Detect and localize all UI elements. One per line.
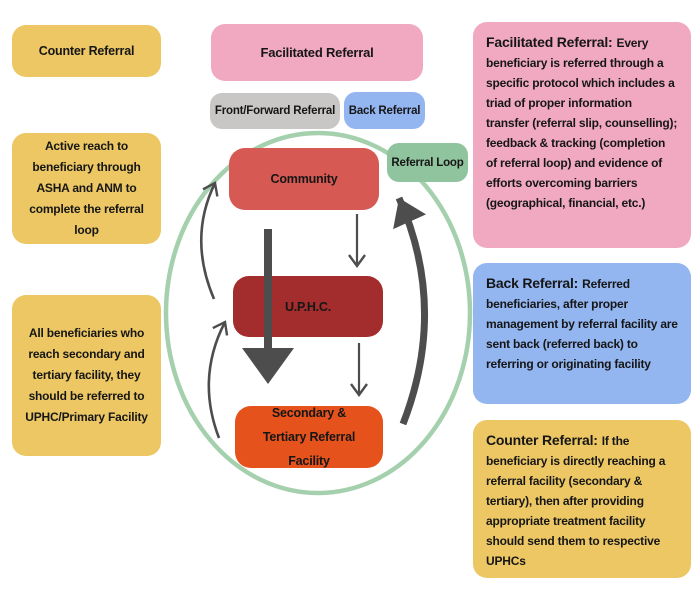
label-front-forward-referral: Front/Forward Referral [210,93,340,129]
note-body: Every beneficiary is referred through a … [486,36,678,210]
label-text: Back Referral [348,104,421,117]
info-box-active-reach: Active reach to beneficiary through ASHA… [12,133,161,244]
info-box-text: All beneficiaries who reach secondary an… [25,326,148,424]
thick-arrow-community-to-secondary-head [242,348,294,384]
curved-arrow-secondary-to-uphc [207,320,229,439]
curved-arrow-uphc-to-community [199,181,219,300]
note-body: Referred beneficiaries, after proper man… [486,277,678,371]
node-label: Community [270,172,338,186]
node-label: Secondary & Tertiary Referral Facility [262,406,356,468]
label-back-referral: Back Referral [344,92,425,129]
label-text: Front/Forward Referral [214,105,336,117]
node-uphc: U.P.H.C. [233,276,383,337]
note-heading: Back Referral: [486,275,579,291]
node-community: Community [229,148,379,210]
curved-arrow-secondary-to-referral-loop [393,196,428,426]
note-back-referral: Back Referral:Referred beneficiaries, af… [473,263,691,404]
note-facilitated-referral: Facilitated Referral:Every beneficiary i… [473,22,691,248]
info-box-all-beneficiaries: All beneficiaries who reach secondary an… [12,295,161,456]
node-label: U.P.H.C. [284,299,332,314]
info-box-text: Counter Referral [38,43,135,58]
label-referral-loop: Referral Loop [387,143,468,182]
note-heading: Facilitated Referral: [486,34,613,50]
label-text: Referral Loop [391,156,464,169]
note-body: If the beneficiary is directly reaching … [486,434,666,568]
info-box-counter-referral: Counter Referral [12,25,161,77]
node-secondary-tertiary: Secondary & Tertiary Referral Facility [235,406,383,468]
info-box-text: Active reach to beneficiary through ASHA… [29,139,144,237]
label-text: Facilitated Referral [260,45,374,60]
note-heading: Counter Referral: [486,432,598,448]
note-counter-referral: Counter Referral:If the beneficiary is d… [473,420,691,578]
label-facilitated-referral: Facilitated Referral [211,24,423,81]
